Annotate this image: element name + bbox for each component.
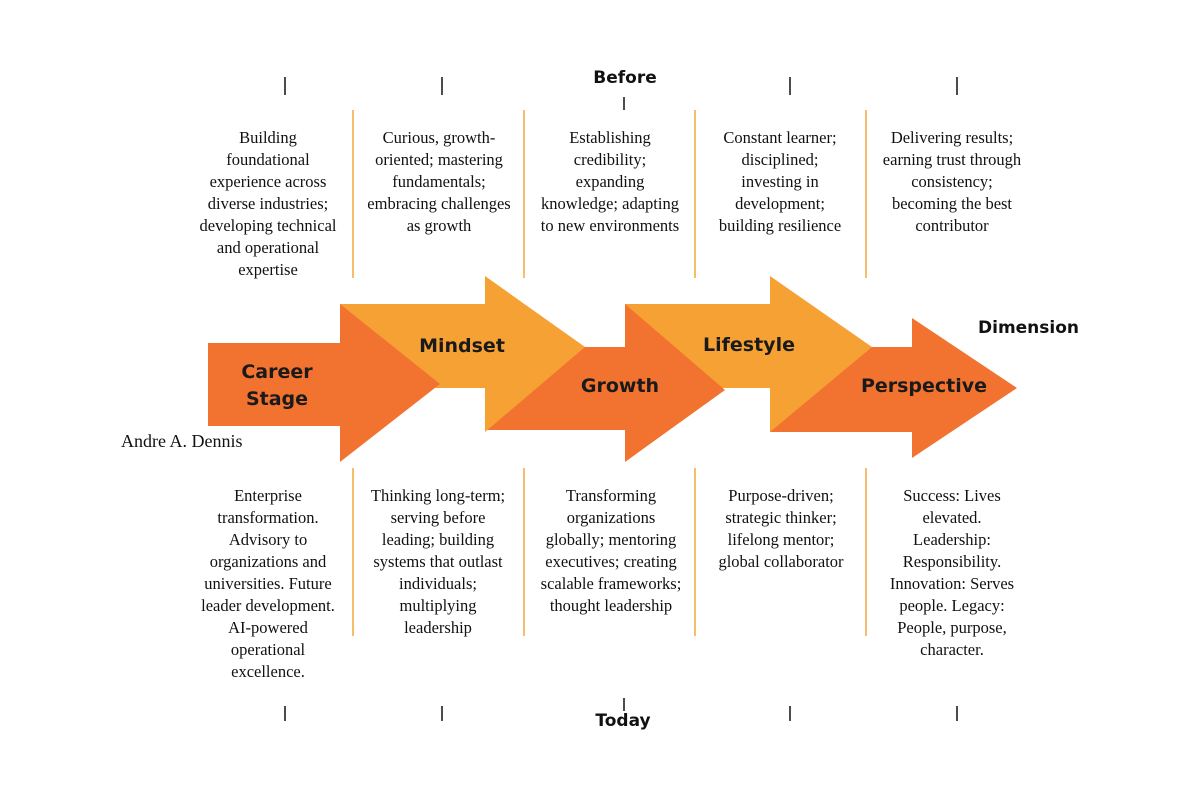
arrow-chain [208,276,1017,462]
before-bracket [284,76,958,110]
before-label: Before [593,68,657,88]
today-bracket [284,698,958,722]
before-cell-growth: Establishing credibility; expanding know… [540,128,680,235]
dimension-label: Dimension [978,318,1080,338]
before-cell-lifestyle: Constant learner; disciplined; investing… [718,128,842,235]
arrow-lifestyle [625,276,872,432]
before-cell-career-stage: Building foundational experience across … [199,128,337,279]
today-cell-lifestyle: Purpose-driven; strategic thinker; lifel… [718,486,844,571]
arrow-label-mindset: Mindset [419,335,505,357]
today-cell-career-stage: Enterprise transformation. Advisory to o… [201,486,335,681]
arrow-career-stage [208,304,440,462]
arrow-growth [485,304,725,462]
today-cell-growth: Transforming organizations globally; men… [540,486,682,615]
before-cell-mindset: Curious, growth-oriented; mastering fund… [367,128,511,235]
arrow-label-lifestyle: Lifestyle [703,334,795,356]
before-cell-perspective: Delivering results; earning trust throug… [882,128,1022,235]
today-label: Today [595,711,651,731]
arrow-label-perspective: Perspective [861,375,987,397]
column-dividers [352,110,867,636]
arrow-label-growth: Growth [581,375,659,397]
author-name: Andre A. Dennis [121,431,243,451]
today-cell-mindset: Thinking long-term; serving before leadi… [370,486,506,637]
today-cell-perspective: Success: Lives elevated. Leadership: Res… [889,486,1015,659]
arrow-mindset [340,276,585,432]
